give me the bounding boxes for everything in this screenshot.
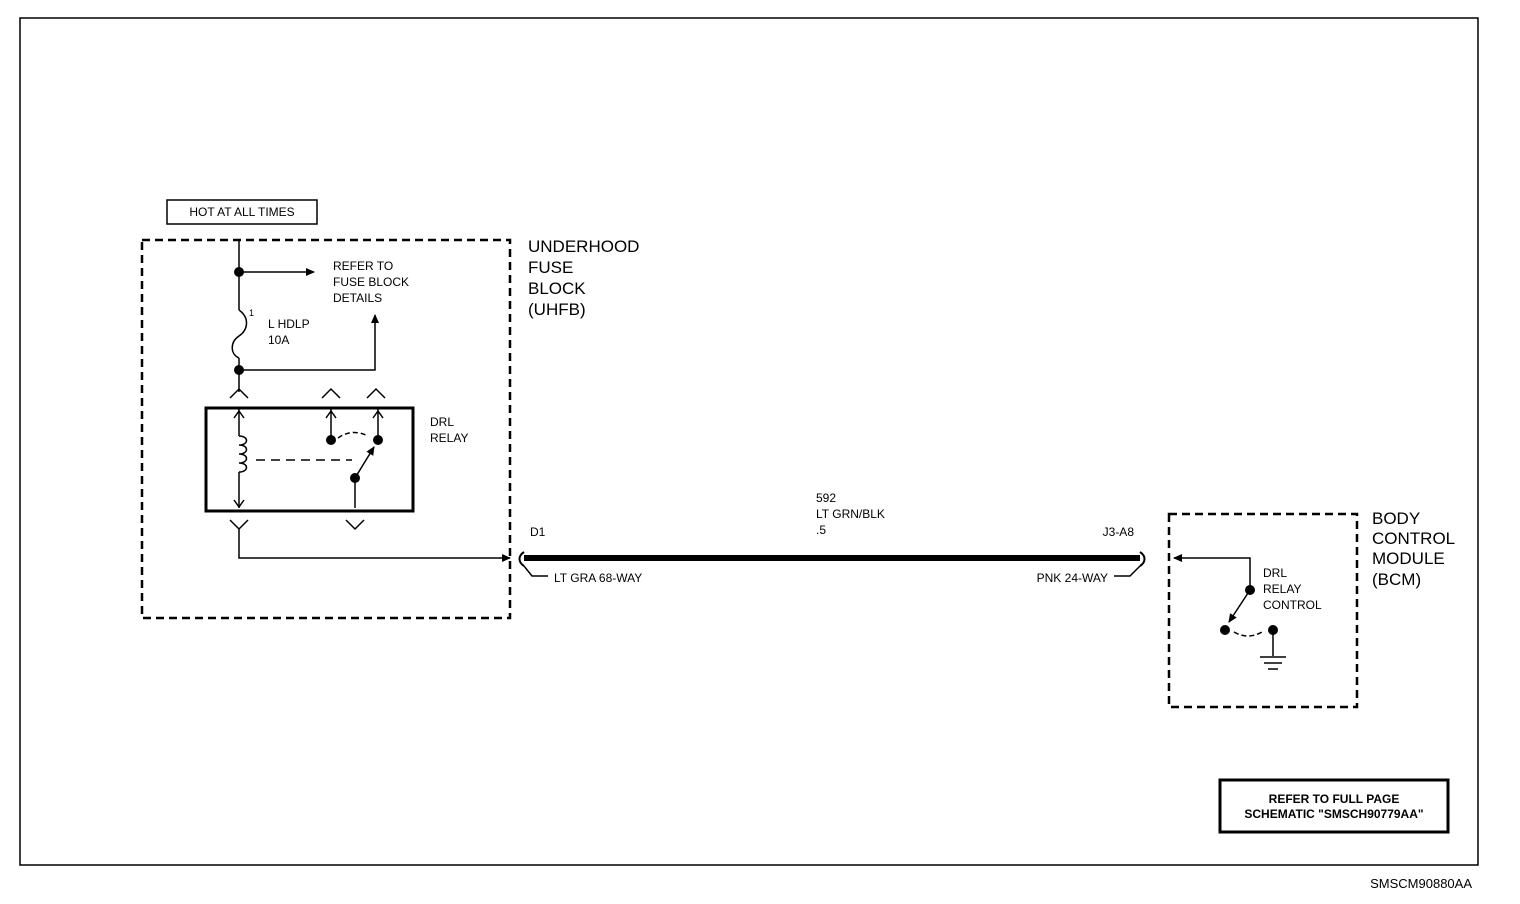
- drl-relay-box: [204, 406, 415, 513]
- bcm-name-line-2: CONTROL: [1372, 529, 1455, 548]
- wire-color: LT GRN/BLK: [816, 507, 885, 521]
- fuse-to-relay-wire: [239, 314, 379, 371]
- uhfb-connector-label: LT GRA 68-WAY: [554, 571, 642, 585]
- refer-full-page-line-1: REFER TO FULL PAGE: [1269, 792, 1400, 806]
- j3-a8-pin-label: J3-A8: [1103, 525, 1135, 539]
- bcm-connector-label: PNK 24-WAY: [1037, 571, 1108, 585]
- uhfb-name: UNDERHOOD FUSE BLOCK (UHFB): [528, 237, 639, 319]
- relay-coil-icon: [233, 408, 352, 509]
- bcm-name-line-1: BODY: [1372, 509, 1420, 528]
- fuse-feed-circuit: [234, 240, 315, 310]
- drl-relay-label-2: RELAY: [430, 431, 468, 445]
- bcm-boundary: [1167, 512, 1359, 709]
- bcm-drl-control-circuit: [1173, 554, 1278, 656]
- ground-icon: [1260, 656, 1286, 670]
- bcm-name-line-3: MODULE: [1372, 549, 1445, 568]
- bcm-control-label-1: DRL: [1263, 566, 1287, 580]
- refer-line-3: DETAILS: [333, 291, 382, 305]
- bcm-name: BODY CONTROL MODULE (BCM): [1372, 509, 1455, 589]
- relay-bottom-connectors: [229, 519, 365, 531]
- bcm-control-label-3: CONTROL: [1263, 598, 1322, 612]
- wire-gauge: .5: [816, 523, 826, 537]
- uhfb-name-line-2: FUSE: [528, 258, 573, 277]
- wire-circuit-number: 592: [816, 491, 836, 505]
- refer-line-2: FUSE BLOCK: [333, 275, 409, 289]
- d1-pin-label: D1: [530, 525, 546, 539]
- relay-to-d1-wire: [238, 529, 511, 562]
- refer-to-fuse-block-text: REFER TO FUSE BLOCK DETAILS: [333, 259, 409, 305]
- uhfb-name-line-4: (UHFB): [528, 300, 586, 319]
- uhfb-name-line-3: BLOCK: [528, 279, 586, 298]
- drl-relay-label-1: DRL: [430, 415, 454, 429]
- relay-switch-icon: [325, 408, 384, 508]
- uhfb-name-line-1: UNDERHOOD: [528, 237, 639, 256]
- diagram-frame: [19, 17, 1479, 866]
- fuse-rating: 10A: [268, 333, 289, 347]
- bcm-control-label-2: RELAY: [1263, 582, 1301, 596]
- figure-id: SMSCM90880AA: [1370, 876, 1472, 891]
- fuse-number: 1: [249, 308, 254, 318]
- refer-full-page-box: REFER TO FULL PAGE SCHEMATIC "SMSCH90779…: [1218, 778, 1450, 834]
- refer-full-page-line-2: SCHEMATIC "SMSCH90779AA": [1244, 807, 1423, 821]
- relay-top-connectors: [229, 387, 386, 399]
- fuse-icon: [231, 309, 248, 392]
- uhfb-boundary: [140, 238, 512, 620]
- fuse-name: L HDLP: [268, 317, 310, 331]
- bcm-name-line-4: (BCM): [1372, 570, 1421, 589]
- hot-label-text: HOT AT ALL TIMES: [189, 205, 294, 219]
- harness-wire-592: [518, 551, 1146, 577]
- hot-at-all-times-label: HOT AT ALL TIMES: [166, 199, 318, 225]
- refer-line-1: REFER TO: [333, 259, 393, 273]
